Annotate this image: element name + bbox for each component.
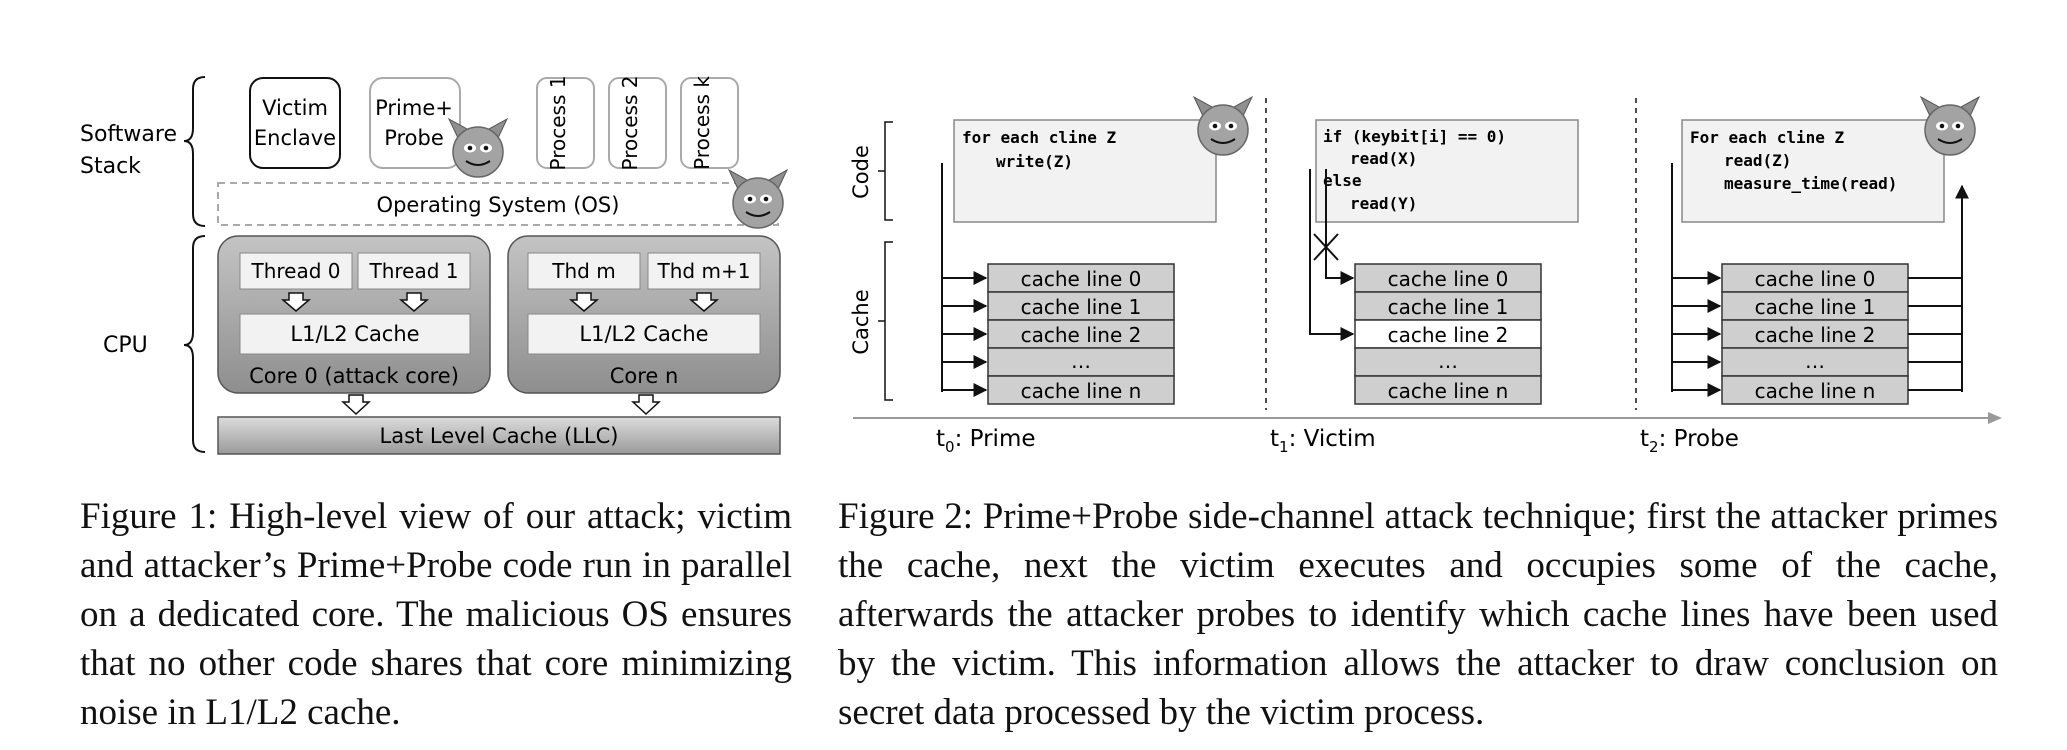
prime-code-line: for each cline Z (962, 128, 1116, 147)
down-arrow-icon (398, 292, 430, 312)
cache-line-label: cache line n (1388, 379, 1509, 403)
cache-line (1354, 347, 1542, 377)
core-0-cache-label: L1/L2 Cache (290, 322, 419, 346)
cache-line-label: cache line 0 (1755, 267, 1876, 291)
thread-0-label: Thread 0 (250, 259, 340, 283)
cache-line (987, 291, 1175, 321)
core-n-cache-box (527, 313, 761, 355)
victim-code-line: if (keybit[i] == 0) (1323, 127, 1506, 146)
llc-label: Last Level Cache (LLC) (380, 424, 619, 448)
cache-line-label: … (1438, 349, 1458, 373)
probe-code-line: read(Z) (1724, 151, 1791, 170)
down-arrow-icon (341, 394, 371, 416)
prime-cache-lines: cache line 0 cache line 1 cache line 2 …… (987, 263, 1175, 405)
prime-phase-label: t0: Prime (936, 426, 1036, 456)
cache-line-label: … (1071, 349, 1091, 373)
core-n-cache-label: L1/L2 Cache (579, 322, 708, 346)
probe-phase: For each cline Z read(Z) measure_time(re… (1640, 96, 1980, 456)
down-arrow-icon (568, 292, 600, 312)
thread-1-label: Thread 1 (368, 259, 458, 283)
down-arrow-icon (688, 292, 720, 312)
victim-blocked-path (1325, 169, 1355, 285)
thread-m-box (527, 252, 641, 290)
os-label: Operating System (OS) (377, 193, 620, 217)
victim-enclave-label: Victim (262, 96, 328, 120)
figure-1: Software Stack CPU Victim Enclave Prime+… (80, 76, 788, 455)
cache-line-label: cache line n (1755, 379, 1876, 403)
cache-line-label: cache line 2 (1388, 323, 1509, 347)
blocked-x-icon (1313, 233, 1339, 261)
thread-m-label: Thd m (551, 259, 615, 283)
prime-probe-label: Probe (384, 126, 444, 150)
software-stack-label: Software (80, 122, 177, 147)
victim-code-box (1315, 119, 1579, 223)
cache-line-label: cache line 1 (1021, 295, 1142, 319)
process-box (680, 77, 739, 169)
figure-2-caption: Figure 2: Prime+Probe side-channel attac… (838, 496, 1998, 733)
core-0-label: Core 0 (attack core) (249, 364, 459, 388)
victim-code-line: read(Y) (1350, 194, 1417, 213)
victim-code-line: else (1323, 171, 1362, 190)
down-arrow-icon (280, 292, 312, 312)
prime-probe-box (369, 77, 461, 169)
prime-probe-label: Prime+ (375, 96, 453, 120)
cache-row-label: Cache (849, 289, 873, 354)
thread-m1-box (647, 252, 761, 290)
cache-line-label: cache line n (1021, 379, 1142, 403)
timeline-arrowhead (1988, 412, 2002, 424)
software-stack-label: Stack (80, 154, 141, 179)
victim-phase: if (keybit[i] == 0) read(X) else read(Y)… (1270, 119, 1579, 456)
figure-2: Code Cache for each cline Z write(Z) cac… (849, 96, 2002, 456)
cache-line (987, 319, 1175, 349)
cache-line (1354, 375, 1542, 405)
process-boxes: Process 1 Process 2 Process k (536, 76, 739, 171)
probe-code-line: measure_time(read) (1724, 174, 1897, 193)
core-0-cache-box (239, 313, 471, 355)
cache-line-label: … (1805, 349, 1825, 373)
thread-0-box (239, 252, 353, 290)
cpu-label: CPU (103, 333, 148, 358)
victim-code-line: read(X) (1350, 149, 1417, 168)
figure-1-caption: Figure 1: High-level view of our attack;… (80, 496, 792, 733)
cache-row-brace (878, 241, 893, 401)
code-row-label: Code (849, 145, 873, 199)
process-box (608, 77, 667, 169)
probe-code-box (1681, 119, 1945, 223)
software-stack-brace (183, 76, 206, 227)
prime-code-box (953, 119, 1217, 223)
process-label: Process 2 (618, 76, 642, 171)
down-arrow-icon (631, 394, 661, 416)
probe-code-line: For each cline Z (1690, 128, 1844, 147)
llc-box (217, 416, 781, 455)
attacker-devil-icon (448, 118, 508, 178)
cache-line-label: cache line 0 (1388, 267, 1509, 291)
probe-phase-label: t2: Probe (1640, 426, 1739, 456)
thread-1-box (357, 252, 471, 290)
process-label: Process 1 (546, 76, 570, 171)
cache-line-label: cache line 2 (1021, 323, 1142, 347)
figures-canvas: Software Stack CPU Victim Enclave Prime+… (80, 76, 2002, 456)
cache-line-victim (1354, 319, 1542, 349)
victim-access-path (1309, 169, 1355, 341)
cache-line-label: cache line 1 (1388, 295, 1509, 319)
core-n-label: Core n (610, 364, 679, 388)
victim-cache-lines: cache line 0 cache line 1 cache line 2 …… (1354, 263, 1542, 405)
victim-enclave-label: Enclave (254, 126, 336, 150)
victim-phase-label: t1: Victim (1270, 426, 1376, 456)
probe-cache-lines: cache line 0 cache line 1 cache line 2 …… (1721, 263, 1909, 405)
code-row-brace (878, 121, 893, 221)
cache-line-label: cache line 1 (1755, 295, 1876, 319)
cache-line (1721, 263, 1909, 293)
process-label: Process k (690, 76, 714, 170)
cpu-brace (183, 235, 206, 453)
cache-line-label: cache line 0 (1021, 267, 1142, 291)
victim-enclave-box (249, 77, 341, 169)
process-box (536, 77, 595, 169)
thread-m1-label: Thd m+1 (657, 259, 751, 283)
cache-line-label: cache line 2 (1755, 323, 1876, 347)
prime-code-line: write(Z) (996, 152, 1073, 171)
cache-line (987, 375, 1175, 405)
prime-phase: for each cline Z write(Z) cache line 0 c… (936, 96, 1253, 456)
